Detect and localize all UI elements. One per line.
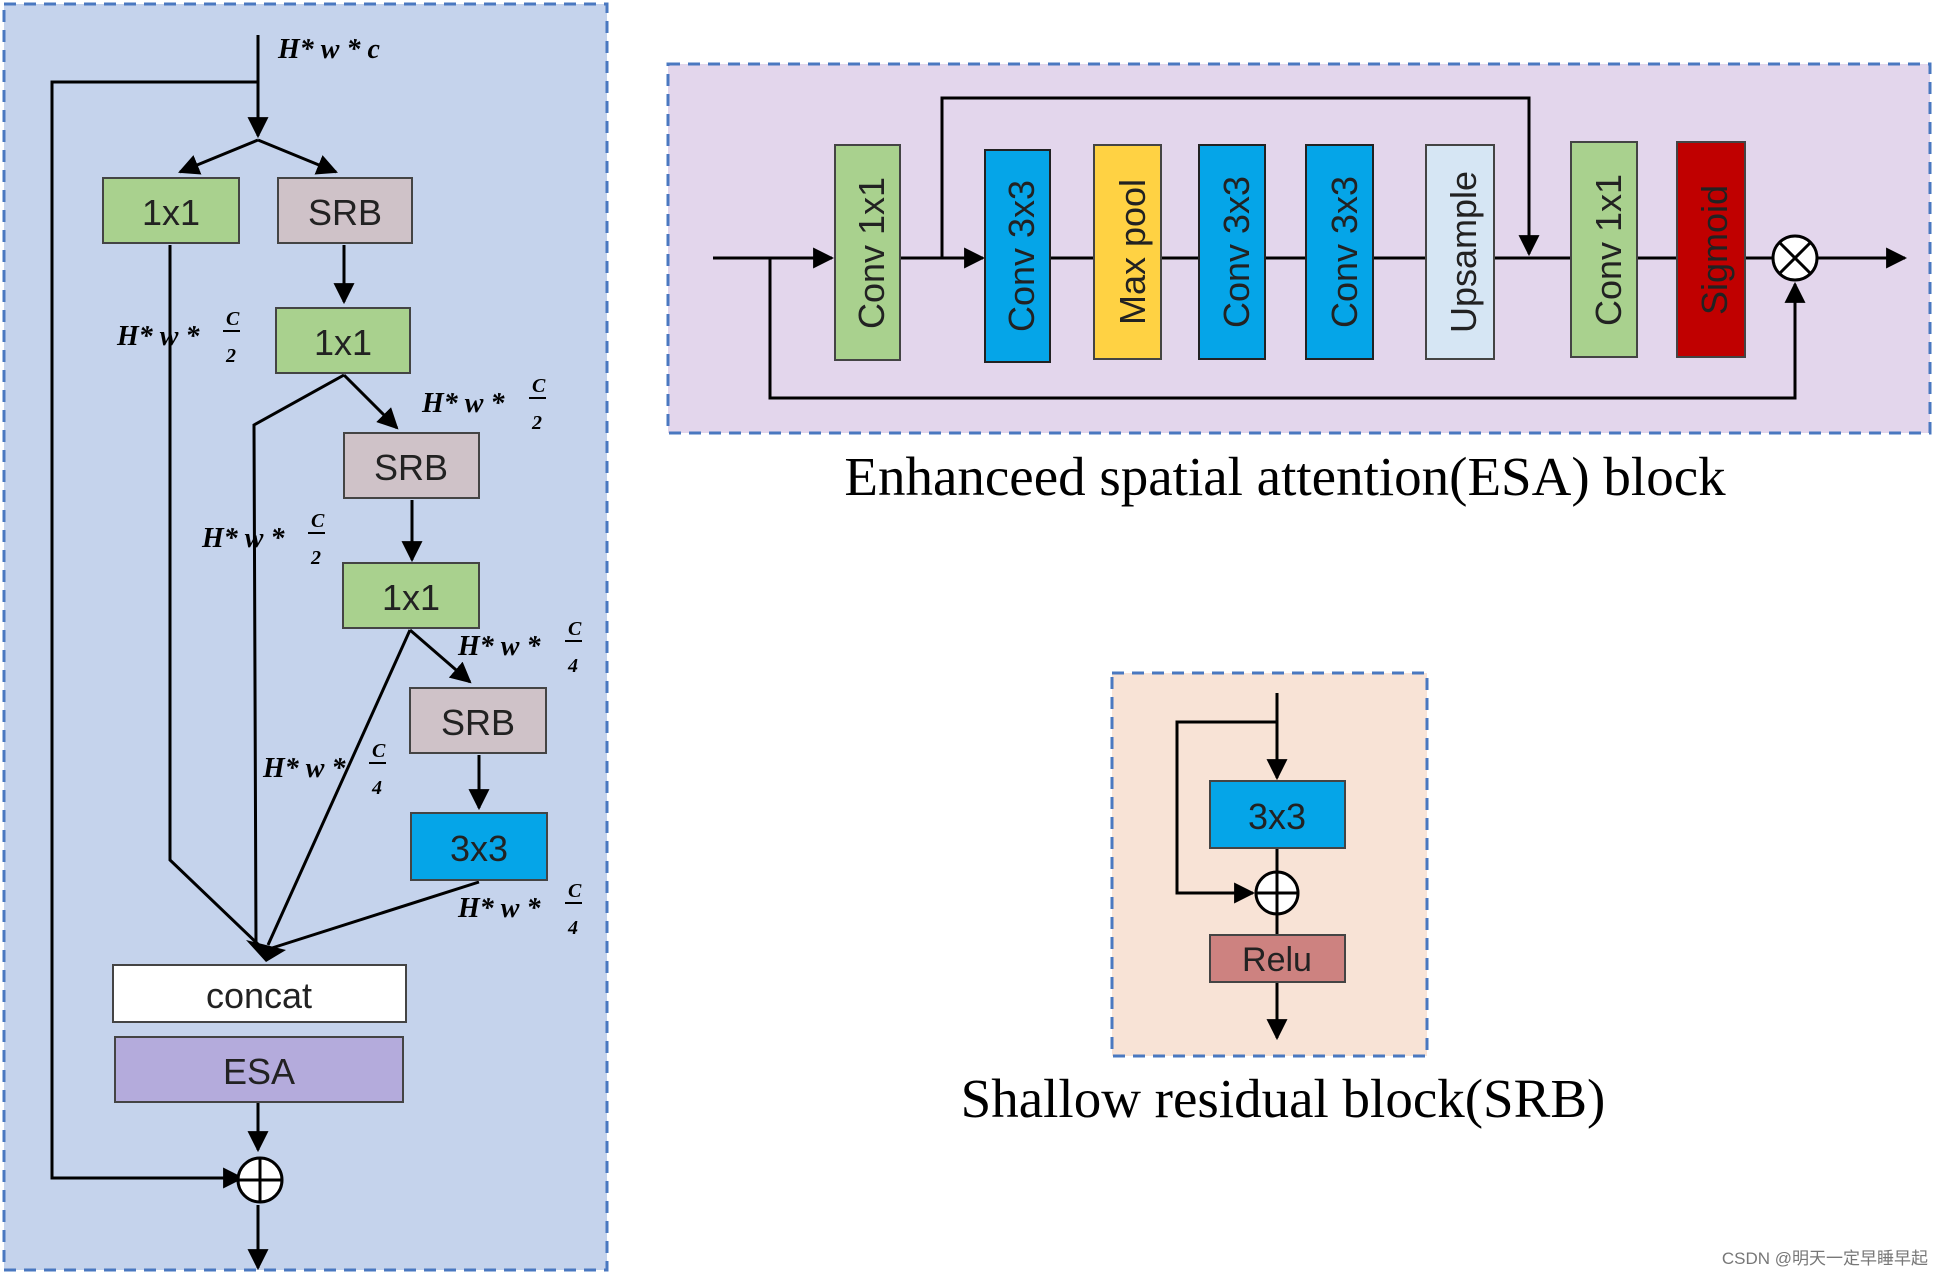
- concat-arrowhead: [246, 940, 286, 962]
- esa-connectors: [713, 96, 1908, 400]
- esa-layer-4-label: Conv 3x3: [1216, 176, 1257, 328]
- dim-label-2-num: C: [532, 375, 546, 397]
- srb-box-a: SRB: [277, 177, 413, 244]
- esa-layer-7-label: Conv 1x1: [1588, 174, 1629, 326]
- dim-label-4: H* w * C 4: [457, 618, 582, 677]
- esa-layer-1-label: Conv 1x1: [851, 177, 892, 329]
- esa-layer-6: Upsample: [1425, 144, 1495, 360]
- main-connectors: [50, 35, 490, 1271]
- esa-layer-8: Sigmoid: [1676, 141, 1746, 358]
- esa-layer-3-label: Max pool: [1112, 179, 1153, 325]
- esa-layer-3: Max pool: [1093, 144, 1162, 360]
- srb-block-background: [1110, 671, 1429, 1058]
- dim-label-6-prefix: H* w *: [457, 893, 541, 924]
- srb-box-c: SRB: [409, 687, 547, 754]
- dim-label-6-den: 4: [567, 917, 578, 939]
- srb-relu-label: Relu: [1242, 941, 1312, 979]
- conv1x1-box-c: 1x1: [342, 562, 480, 629]
- esa-layer-2-label: Conv 3x3: [1001, 180, 1042, 332]
- concat-box: concat: [112, 964, 407, 1023]
- esa-layer-5-label: Conv 3x3: [1324, 176, 1365, 328]
- dim-label-1: H* w * C 2: [116, 308, 240, 367]
- dim-label-4-den: 4: [567, 655, 578, 677]
- dim-label-1-den: 2: [225, 345, 236, 367]
- dim-label-3-den: 2: [310, 547, 321, 569]
- residual-add-circle: [236, 1156, 284, 1204]
- esa-layer-4: Conv 3x3: [1198, 144, 1266, 360]
- esa-layer-8-label: Sigmoid: [1694, 185, 1735, 315]
- dim-label-3-num: C: [311, 510, 325, 532]
- dim-label-3: H* w * C 2: [201, 510, 325, 569]
- srb-block-title: Shallow residual block(SRB): [961, 1068, 1606, 1129]
- srb-conv3x3-box: 3x3: [1209, 780, 1346, 849]
- esa-multiply-circle: [1771, 234, 1819, 282]
- esa-box-label: ESA: [223, 1051, 295, 1092]
- dim-label-5-num: C: [372, 740, 386, 762]
- srb-box-b: SRB: [343, 432, 480, 499]
- esa-layer-1: Conv 1x1: [834, 144, 901, 361]
- esa-block-title: Enhanceed spatial attention(ESA) block: [844, 446, 1726, 507]
- conv1x1-box-b-label: 1x1: [314, 322, 372, 363]
- esa-box: ESA: [114, 1036, 404, 1103]
- concat-box-label: concat: [206, 975, 312, 1016]
- esa-layer-2: Conv 3x3: [984, 149, 1051, 363]
- dim-label-5-den: 4: [371, 777, 382, 799]
- conv3x3-box-label: 3x3: [450, 828, 508, 869]
- esa-layer-5: Conv 3x3: [1305, 144, 1374, 360]
- dim-label-5-prefix: H* w *: [262, 753, 346, 784]
- dim-label-4-num: C: [568, 618, 582, 640]
- srb-add-circle: [1254, 870, 1300, 916]
- conv1x1-box-c-label: 1x1: [382, 577, 440, 618]
- srb-box-b-label: SRB: [374, 447, 448, 488]
- dim-label-2-prefix: H* w *: [421, 388, 505, 419]
- esa-layer-7: Conv 1x1: [1570, 141, 1638, 358]
- dim-label-5: H* w * C 4: [262, 740, 386, 799]
- dim-label-2-den: 2: [531, 412, 542, 434]
- input-dimension-label: H* w * c: [277, 34, 380, 65]
- srb-box-c-label: SRB: [441, 702, 515, 743]
- dim-label-1-prefix: H* w *: [116, 321, 200, 352]
- dim-label-3-prefix: H* w *: [201, 523, 285, 554]
- dim-label-4-prefix: H* w *: [457, 631, 541, 662]
- watermark: CSDN @明天一定早睡早起: [1722, 1249, 1928, 1268]
- conv3x3-box: 3x3: [410, 812, 548, 881]
- conv1x1-box-a-label: 1x1: [142, 192, 200, 233]
- conv1x1-box-a: 1x1: [102, 177, 240, 244]
- dim-label-1-num: C: [226, 308, 240, 330]
- dim-label-6: H* w * C 4: [457, 880, 582, 939]
- esa-layer-6-label: Upsample: [1443, 171, 1484, 333]
- srb-conv3x3-label: 3x3: [1248, 796, 1306, 837]
- srb-relu-box: Relu: [1209, 934, 1346, 983]
- dim-label-6-num: C: [568, 880, 582, 902]
- srb-box-a-label: SRB: [308, 192, 382, 233]
- dim-label-2: H* w * C 2: [421, 375, 546, 434]
- srb-connectors: [1175, 693, 1288, 1041]
- conv1x1-box-b: 1x1: [275, 307, 411, 374]
